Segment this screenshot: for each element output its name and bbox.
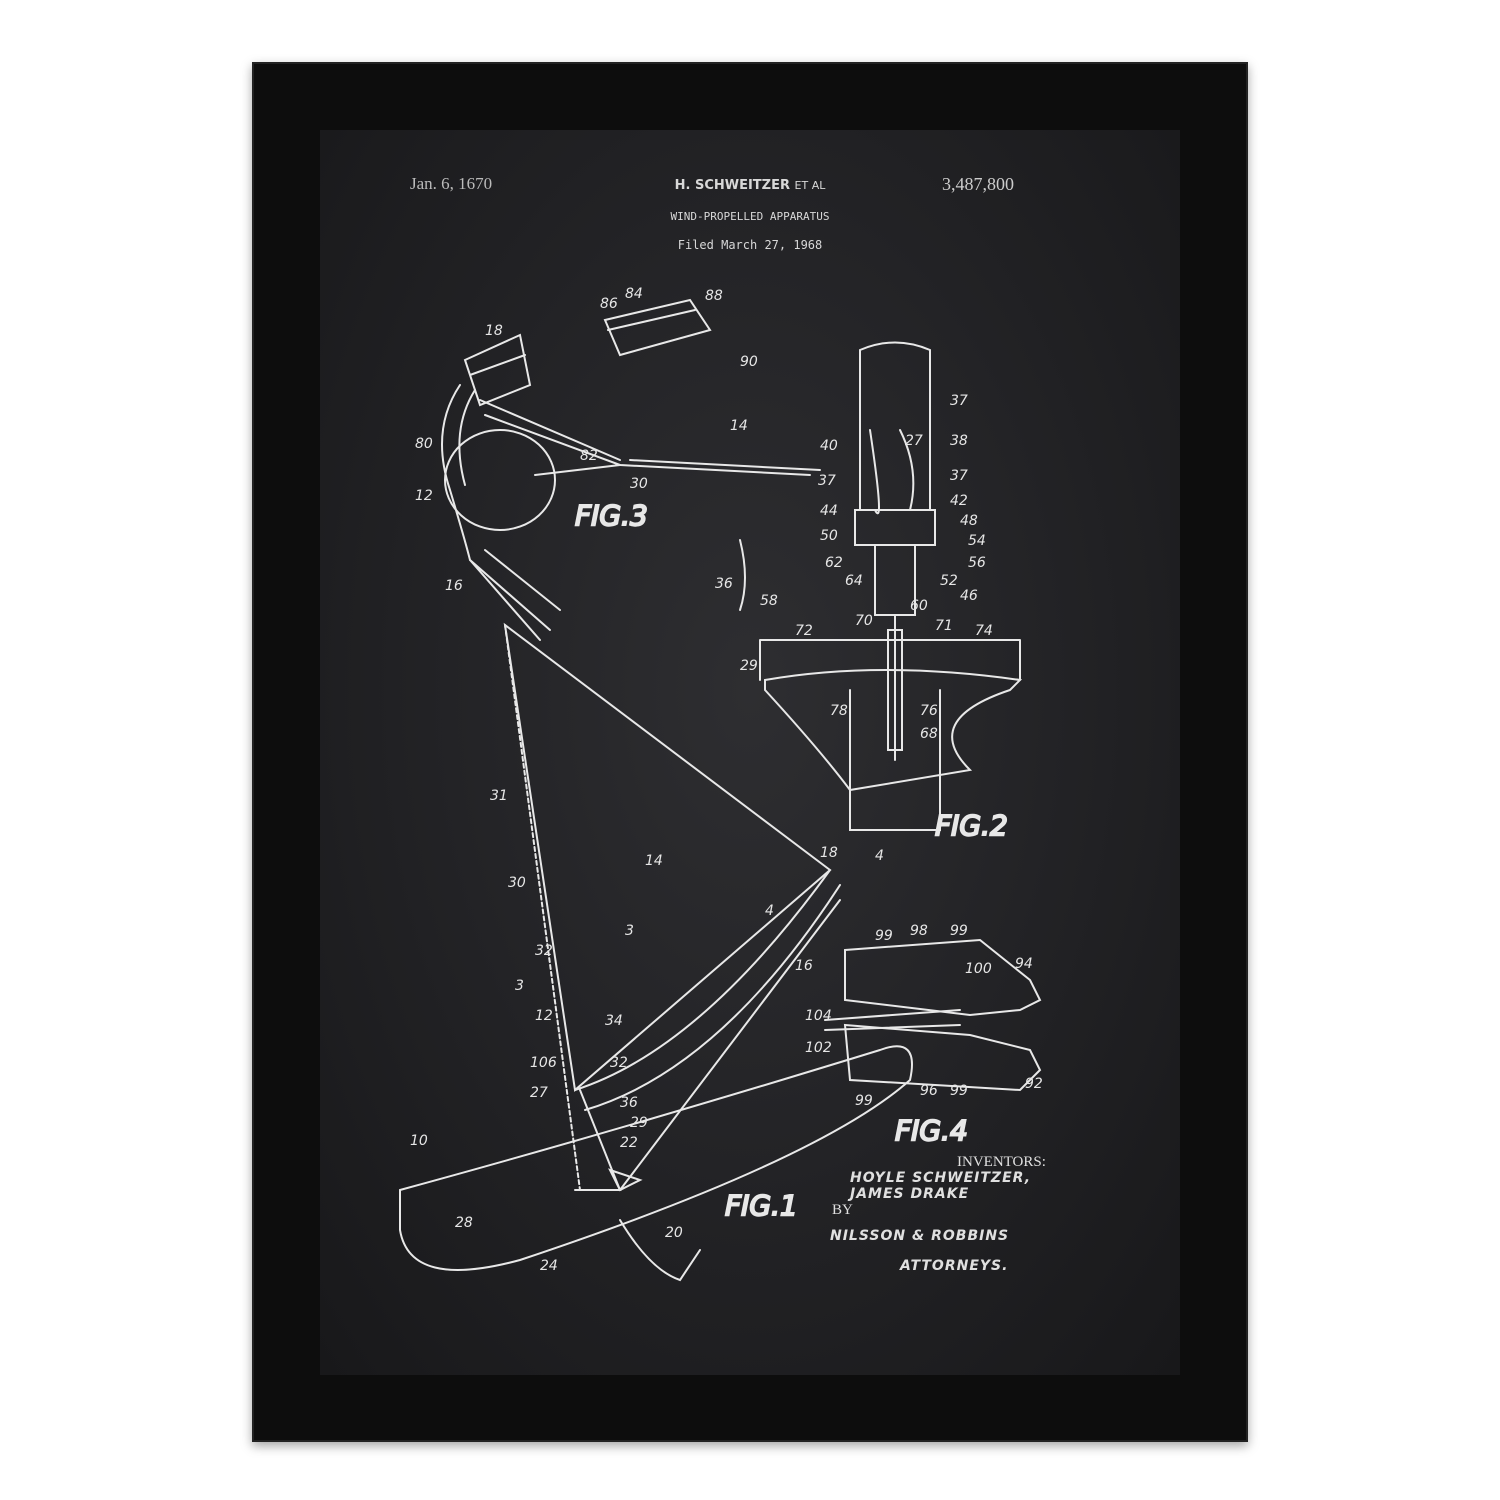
fig-2-refs: 37 27 38 40 37 37 44 42 48 50 54 56 62 6… bbox=[715, 393, 993, 742]
ref: 82 bbox=[580, 448, 598, 464]
ref: 38 bbox=[950, 433, 968, 449]
inventor-names-line-1: HOYLE SCHWEITZER, bbox=[850, 1170, 1032, 1186]
ref: 14 bbox=[730, 418, 748, 434]
ref: 52 bbox=[940, 573, 958, 589]
ref: 3 bbox=[625, 923, 634, 939]
ref: 3 bbox=[515, 978, 524, 994]
ref: 30 bbox=[508, 875, 526, 891]
ref: 99 bbox=[855, 1093, 873, 1109]
ref: 64 bbox=[845, 573, 863, 589]
ref: 48 bbox=[960, 513, 978, 529]
ref: 90 bbox=[740, 354, 758, 370]
ref: 70 bbox=[855, 613, 873, 629]
ref: 4 bbox=[875, 848, 884, 864]
ref: 92 bbox=[1025, 1076, 1043, 1092]
ref: 36 bbox=[620, 1095, 638, 1111]
patent-drawings: FIG.3 FIG.2 FIG.1 FIG.4 86 84 88 90 18 1… bbox=[399, 286, 1043, 1282]
ref: 98 bbox=[910, 923, 928, 939]
ref: 37 bbox=[950, 468, 968, 484]
ref: 20 bbox=[665, 1225, 683, 1241]
ref: 99 bbox=[950, 923, 968, 939]
by-label: BY bbox=[832, 1202, 853, 1218]
ref: 42 bbox=[950, 493, 968, 509]
ref: 99 bbox=[950, 1083, 968, 1099]
ref: 34 bbox=[605, 1013, 623, 1029]
ref: 74 bbox=[975, 623, 993, 639]
attorneys-firm: NILSSON & ROBBINS bbox=[830, 1228, 1010, 1244]
ref: 100 bbox=[965, 961, 992, 977]
filed-date: Filed March 27, 1968 bbox=[677, 238, 823, 252]
ref: 30 bbox=[630, 476, 648, 492]
ref: 78 bbox=[830, 703, 848, 719]
fig-4-refs: 99 98 99 100 94 104 102 96 99 99 92 bbox=[805, 923, 1043, 1109]
ref: 36 bbox=[715, 576, 733, 592]
ref: 86 bbox=[600, 296, 618, 312]
ref: 94 bbox=[1015, 956, 1033, 972]
ref: 4 bbox=[765, 903, 774, 919]
ref: 106 bbox=[530, 1055, 557, 1071]
ref: 58 bbox=[760, 593, 778, 609]
ref: 14 bbox=[645, 853, 663, 869]
figure-3-boom-drawing bbox=[441, 298, 821, 641]
ref: 44 bbox=[820, 503, 838, 519]
patent-number: 3,487,800 bbox=[942, 174, 1014, 194]
ref: 29 bbox=[630, 1115, 648, 1131]
ref: 18 bbox=[820, 845, 838, 861]
reference-numerals: 86 84 88 90 18 14 80 82 30 12 16 37 27 3… bbox=[410, 286, 1043, 1274]
patent-poster: Jan. 6, 1670 H. SCHWEITZER ET AL 3,487,8… bbox=[320, 130, 1180, 1375]
ref: 46 bbox=[960, 588, 978, 604]
ref: 102 bbox=[805, 1040, 832, 1056]
ref: 72 bbox=[795, 623, 813, 639]
fig-2-label: FIG.2 bbox=[935, 809, 1008, 842]
fig-3-label: FIG.3 bbox=[575, 499, 648, 532]
ref: 18 bbox=[485, 323, 503, 339]
ref: 104 bbox=[805, 1008, 832, 1024]
ref: 16 bbox=[795, 958, 813, 974]
inventor-names-line-2: JAMES DRAKE bbox=[850, 1186, 970, 1202]
patent-date: Jan. 6, 1670 bbox=[410, 174, 493, 193]
ref: 37 bbox=[818, 473, 836, 489]
ref: 22 bbox=[620, 1135, 638, 1151]
ref: 12 bbox=[535, 1008, 553, 1024]
ref: 71 bbox=[935, 618, 953, 634]
ref: 12 bbox=[415, 488, 433, 504]
ref: 40 bbox=[820, 438, 838, 454]
inventor-name: H. SCHWEITZER bbox=[674, 178, 790, 193]
ref: 80 bbox=[415, 436, 433, 452]
ref: 68 bbox=[920, 726, 938, 742]
ref: 99 bbox=[875, 928, 893, 944]
ref: 32 bbox=[610, 1055, 628, 1071]
fig-1-label: FIG.1 bbox=[725, 1189, 798, 1222]
attorneys-label: ATTORNEYS. bbox=[900, 1258, 1009, 1274]
ref: 31 bbox=[490, 788, 508, 804]
ref: 88 bbox=[705, 288, 723, 304]
ref: 29 bbox=[740, 658, 758, 674]
ref: 84 bbox=[625, 286, 643, 302]
ref: 56 bbox=[968, 555, 986, 571]
fig-1-refs: 31 14 30 18 4 4 3 32 3 16 12 34 106 32 2… bbox=[410, 788, 884, 1274]
figure-labels: FIG.3 FIG.2 FIG.1 FIG.4 bbox=[574, 498, 1009, 1223]
ref: 62 bbox=[825, 555, 843, 571]
ref: 54 bbox=[968, 533, 986, 549]
ref: 24 bbox=[540, 1258, 558, 1274]
fig-4-label: FIG.4 bbox=[895, 1114, 968, 1147]
figure-1-sailboard-drawing bbox=[399, 622, 913, 1282]
ref: 96 bbox=[920, 1083, 938, 1099]
ref: 60 bbox=[910, 598, 928, 614]
figure-4-wishbone-end-drawing bbox=[824, 938, 1042, 1092]
inventor-header: H. SCHWEITZER ET AL bbox=[320, 178, 1180, 193]
ref: 28 bbox=[455, 1215, 473, 1231]
patent-title: WIND-PROPELLED APPARATUS bbox=[670, 210, 830, 223]
ref: 27 bbox=[905, 433, 923, 449]
ref: 37 bbox=[950, 393, 968, 409]
ref: 50 bbox=[820, 528, 838, 544]
figure-2-mast-joint-drawing bbox=[739, 341, 1023, 831]
et-al: ET AL bbox=[794, 179, 826, 192]
ref: 10 bbox=[410, 1133, 428, 1149]
ref: 32 bbox=[535, 943, 553, 959]
ref: 16 bbox=[445, 578, 463, 594]
ref: 27 bbox=[530, 1085, 548, 1101]
inventors-label: INVENTORS: bbox=[957, 1154, 1046, 1170]
ref: 76 bbox=[920, 703, 938, 719]
